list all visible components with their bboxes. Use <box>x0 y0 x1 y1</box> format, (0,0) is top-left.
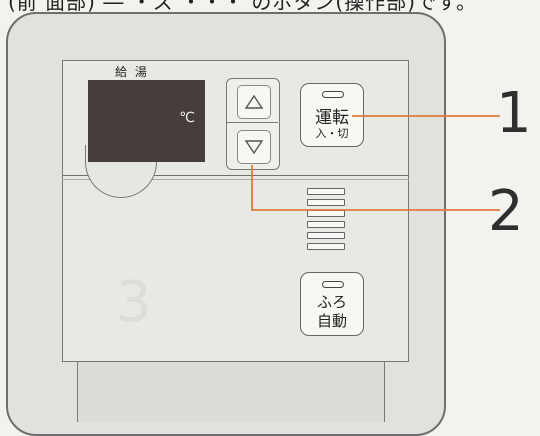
vent-slot <box>307 199 345 206</box>
panel-divider-line <box>62 175 409 176</box>
temperature-up-button[interactable] <box>237 85 271 119</box>
faint-callout-number: 3 <box>116 270 152 335</box>
bath-button-label: ふろ <box>316 293 347 311</box>
hot-water-label: 給 湯 <box>115 65 149 79</box>
callout-number-1: 1 <box>496 81 532 146</box>
bath-indicator-lamp <box>322 281 344 288</box>
arrow-separator <box>226 122 278 123</box>
vent-slot <box>307 243 345 250</box>
callout-lines <box>251 115 500 211</box>
bath-button-sublabel: 自動 <box>316 312 347 330</box>
power-button-label: 運転 <box>315 108 349 128</box>
callout-line-2 <box>251 165 500 211</box>
power-button-sublabel: 入・切 <box>315 127 349 140</box>
bath-auto-button[interactable]: ふろ 自動 <box>300 272 364 336</box>
up-triangle-icon <box>244 94 264 109</box>
power-indicator-lamp <box>322 91 344 98</box>
vent-slot <box>307 232 345 239</box>
temperature-display: ℃ <box>88 80 205 162</box>
down-triangle-icon <box>244 140 264 155</box>
temperature-adjust-buttons <box>226 78 280 170</box>
vent-slot <box>307 188 345 195</box>
callout-number-2: 2 <box>488 179 524 244</box>
vent-slot <box>307 221 345 228</box>
temperature-down-button[interactable] <box>237 130 271 164</box>
panel-divider-line-lower <box>62 179 409 180</box>
celsius-unit: ℃ <box>179 110 195 126</box>
power-on-off-button[interactable]: 運転 入・切 <box>300 83 364 147</box>
